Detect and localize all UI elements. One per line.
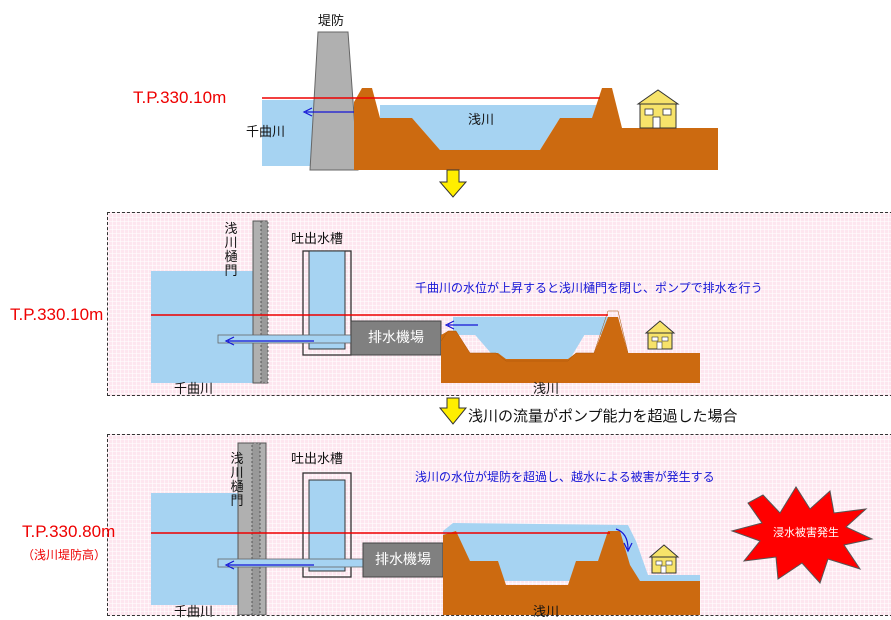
scenario-panel-overflow: 浅川樋門 吐出水槽 排水機場 浅川の水位が堤防を超過し、越水による被害が発生する…	[107, 434, 891, 620]
scenario-panel-pumping: 浅川樋門 吐出水槽 排水機場 千曲川の水位が上昇すると浅川樋門を閉じ、ポンプで排…	[107, 212, 891, 397]
embankment-label: 堤防	[318, 14, 345, 29]
ground-outline	[440, 310, 629, 362]
top-section: 堤防 T.P.330.10m 千曲川 浅川	[0, 0, 891, 200]
ground	[354, 88, 718, 170]
water-level-label: T.P.330.10m	[133, 88, 227, 107]
chikuma-label: 千曲川	[174, 605, 214, 620]
damage-burst-icon	[730, 486, 874, 584]
asa-label: 浅川	[533, 605, 560, 620]
chikuma-water	[151, 271, 259, 383]
overflow-arrowhead	[623, 542, 633, 553]
pump-station-box	[350, 320, 442, 356]
flow-arrowhead	[302, 107, 313, 117]
pump-station-label: 排水機場	[368, 330, 424, 346]
gate-shaft	[251, 442, 261, 615]
tank-outline	[302, 472, 352, 578]
tank-label: 吐出水槽	[291, 452, 344, 467]
flow-arrow-out-head	[224, 336, 235, 346]
down-arrow-icon	[438, 169, 468, 198]
gate-shaft	[260, 220, 269, 384]
tank-water	[308, 250, 346, 350]
chikuma-label: 千曲川	[174, 382, 214, 397]
panel1-water-level-label: T.P.330.10m	[10, 305, 104, 324]
connector-arrow-area	[438, 397, 468, 425]
asa-label: 浅川	[533, 382, 560, 397]
ground	[441, 317, 700, 383]
asa-label: 浅川	[468, 113, 495, 128]
flow-arrow-out-head	[224, 560, 235, 570]
down-arrow-icon	[438, 397, 468, 425]
damage-label: 浸水被害発生	[773, 526, 839, 539]
pump-station-box	[362, 542, 444, 578]
panel2-water-level-label: T.P.330.80m	[22, 522, 116, 541]
overflow-arrow	[615, 528, 629, 550]
asa-water-overflow	[443, 523, 700, 581]
house-icon	[648, 544, 680, 574]
gate-label: 浅川樋門	[230, 452, 244, 509]
tank-label: 吐出水槽	[291, 232, 344, 247]
gate-label: 浅川樋門	[224, 222, 238, 279]
overflow-diagram	[151, 442, 874, 615]
ground	[443, 531, 700, 615]
asa-water-channel	[470, 329, 588, 359]
pumping-diagram	[151, 220, 700, 384]
scenario-note: 浅川の水位が堤防を超過し、越水による被害が発生する	[415, 470, 715, 484]
tank-water	[308, 479, 346, 572]
pump-station-label: 排水機場	[375, 552, 431, 568]
chikuma-label: 千曲川	[246, 125, 286, 140]
house-icon	[636, 89, 680, 129]
scenario-note: 千曲川の水位が上昇すると浅川樋門を閉じ、ポンプで排水を行う	[415, 281, 763, 295]
connector-caption: 浅川の流量がポンプ能力を超過した場合	[468, 407, 738, 425]
asa-water	[380, 105, 600, 122]
embankment	[309, 31, 359, 171]
panel2-water-level-note: （浅川堤防高）	[22, 548, 107, 562]
flow-arrow-in-head	[444, 320, 455, 330]
house-icon	[644, 320, 676, 350]
asa-water-channel	[412, 118, 560, 150]
top-diagram	[262, 31, 718, 198]
